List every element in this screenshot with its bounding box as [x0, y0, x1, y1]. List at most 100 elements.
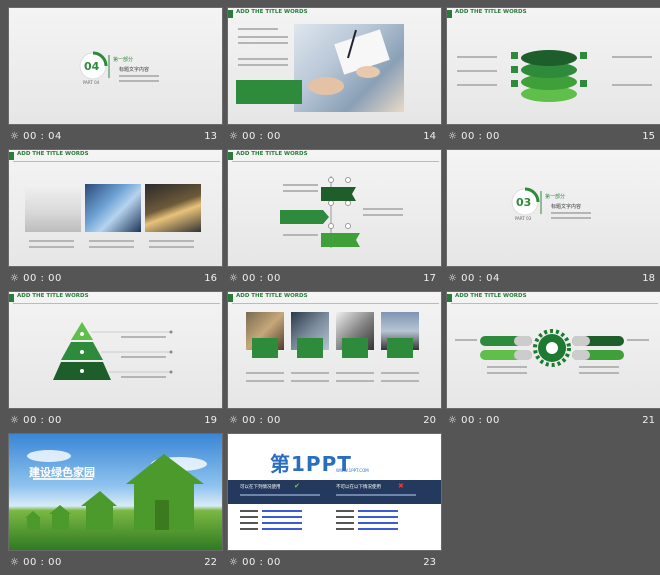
section-graphic: [511, 187, 542, 216]
section-title: 第一部分: [113, 57, 134, 63]
text-line: [246, 372, 284, 374]
text-line: [358, 516, 398, 518]
text-line: [240, 528, 258, 530]
slide-title: ADD THE TITLE WORDS: [17, 151, 89, 157]
slide-thumbnail-20[interactable]: ADD THE TITLE WORDS ☼ 00 : 00 20: [227, 291, 442, 434]
slide-thumbnail-14[interactable]: ADD THE TITLE WORDS ☼ 00 : 00 14: [227, 7, 442, 150]
slide-canvas: ADD THE TITLE WORDS: [446, 291, 660, 409]
text-line: [336, 372, 374, 374]
cross-icon: ✖: [398, 482, 404, 490]
text-line: [29, 240, 74, 242]
text-line: [551, 217, 591, 219]
title-bar: ADD THE TITLE WORDS: [228, 292, 441, 306]
green-label-box: [252, 338, 278, 358]
slide-canvas: 第1PPT WWW.1PPT.COM 可以在下列情况使用 ✔ 不可以在以下情况使…: [227, 433, 442, 551]
text-line: [240, 510, 258, 512]
slide-timer: ☼ 00 : 00: [229, 273, 281, 284]
slide-thumbnail-22[interactable]: 建设绿色家园 ☼ 00 : 00 22: [8, 433, 223, 575]
photo-detail: [308, 29, 390, 95]
title-bar: ADD THE TITLE WORDS: [9, 150, 222, 164]
slide-meta: ☼ 00 : 00 14: [227, 127, 442, 147]
slide-meta: ☼ 00 : 00 20: [227, 411, 442, 431]
timeline-arrows-graphic: [280, 176, 360, 248]
text-line: [121, 376, 166, 378]
text-line: [291, 372, 329, 374]
text-line: [262, 510, 302, 512]
slide-thumbnail-19[interactable]: ADD THE TITLE WORDS ☼ 00: [8, 291, 223, 434]
green-label-box: [387, 338, 413, 358]
slide-number: 21: [642, 415, 655, 426]
slide-thumbnail-16[interactable]: ADD THE TITLE WORDS ☼ 00 : 00 16: [8, 149, 223, 292]
green-label-box: [297, 338, 323, 358]
text-line: [336, 522, 354, 524]
slide-timer: ☼ 00 : 00: [229, 131, 281, 142]
slide-canvas: ADD THE TITLE WORDS: [227, 149, 442, 267]
text-line: [283, 190, 318, 192]
text-line: [262, 528, 302, 530]
slide-timer: ☼ 00 : 04: [10, 131, 62, 142]
text-line: [336, 494, 416, 496]
photo-skyscrapers: [85, 184, 141, 232]
photo-keyboard: [25, 184, 81, 232]
slide-meta: ☼ 00 : 00 19: [8, 411, 223, 431]
slide-canvas: 建设绿色家园: [8, 433, 223, 551]
text-line: [121, 356, 166, 358]
slide-timer: ☼ 00 : 00: [229, 557, 281, 568]
slide-canvas: 04 PART 04 第一部分 标题文字内容: [8, 7, 223, 125]
slide-number: 23: [423, 557, 436, 568]
text-line: [89, 240, 134, 242]
slide-meta: ☼ 00 : 00 21: [446, 411, 660, 431]
pyramid-graphic: [53, 322, 173, 380]
slide-timer: ☼ 00 : 00: [448, 415, 500, 426]
slide-title: ADD THE TITLE WORDS: [455, 293, 527, 299]
text-line: [612, 84, 652, 86]
slide-thumbnail-13[interactable]: 04 PART 04 第一部分 标题文字内容 ☼ 00 : 04 13: [8, 7, 223, 150]
text-line: [579, 366, 619, 368]
cover-headline: 建设绿色家园: [29, 466, 95, 479]
section-subtitle: 标题文字内容: [119, 67, 150, 73]
text-line: [238, 28, 278, 30]
slide-number: 13: [204, 131, 217, 142]
text-line: [358, 528, 398, 530]
text-line: [149, 246, 194, 248]
text-line: [238, 36, 288, 38]
text-line: [240, 494, 320, 496]
text-line: [283, 184, 318, 186]
title-bar: ADD THE TITLE WORDS: [228, 8, 441, 22]
slide-timer: ☼ 00 : 00: [10, 557, 62, 568]
slide-thumbnail-21[interactable]: ADD THE TITLE WORDS: [446, 291, 660, 434]
slide-title: ADD THE TITLE WORDS: [455, 9, 527, 15]
text-line: [262, 522, 302, 524]
text-line: [291, 380, 329, 382]
slide-thumbnail-15[interactable]: ADD THE TITLE WORDS ☼ 00 : 00 15: [446, 7, 660, 150]
slide-thumbnail-18[interactable]: 03 PART 03 第一部分 标题文字内容 ☼ 00 : 04 18: [446, 149, 660, 292]
title-bar: ADD THE TITLE WORDS: [447, 8, 660, 22]
text-line: [457, 84, 497, 86]
text-line: [240, 516, 258, 518]
section-title: 第一部分: [545, 194, 566, 200]
slide-thumbnail-17[interactable]: ADD THE TITLE WORDS ☼ 00 : 00: [227, 149, 442, 292]
slide-number: 14: [423, 131, 436, 142]
text-line: [381, 372, 419, 374]
brand-logo: 第1PPT: [270, 452, 352, 476]
info-banner: [228, 480, 441, 504]
text-line: [121, 336, 166, 338]
text-line: [119, 80, 159, 82]
text-line: [119, 75, 159, 77]
text-line: [246, 380, 284, 382]
text-line: [149, 240, 194, 242]
slide-number: 18: [642, 273, 655, 284]
text-line: [358, 510, 398, 512]
text-line: [336, 516, 354, 518]
slide-meta: ☼ 00 : 00 22: [8, 553, 223, 573]
usage-denied-label: 不可以在以下情况使用: [336, 485, 381, 490]
text-line: [240, 522, 258, 524]
stacked-disc-graphic: [511, 50, 587, 102]
text-line: [579, 372, 619, 374]
title-bar: ADD THE TITLE WORDS: [9, 292, 222, 306]
slide-thumbnail-23[interactable]: 第1PPT WWW.1PPT.COM 可以在下列情况使用 ✔ 不可以在以下情况使…: [227, 433, 442, 575]
slide-meta: ☼ 00 : 04 18: [446, 269, 660, 289]
slide-title: ADD THE TITLE WORDS: [236, 9, 308, 15]
text-line: [336, 528, 354, 530]
slide-timer: ☼ 00 : 00: [229, 415, 281, 426]
